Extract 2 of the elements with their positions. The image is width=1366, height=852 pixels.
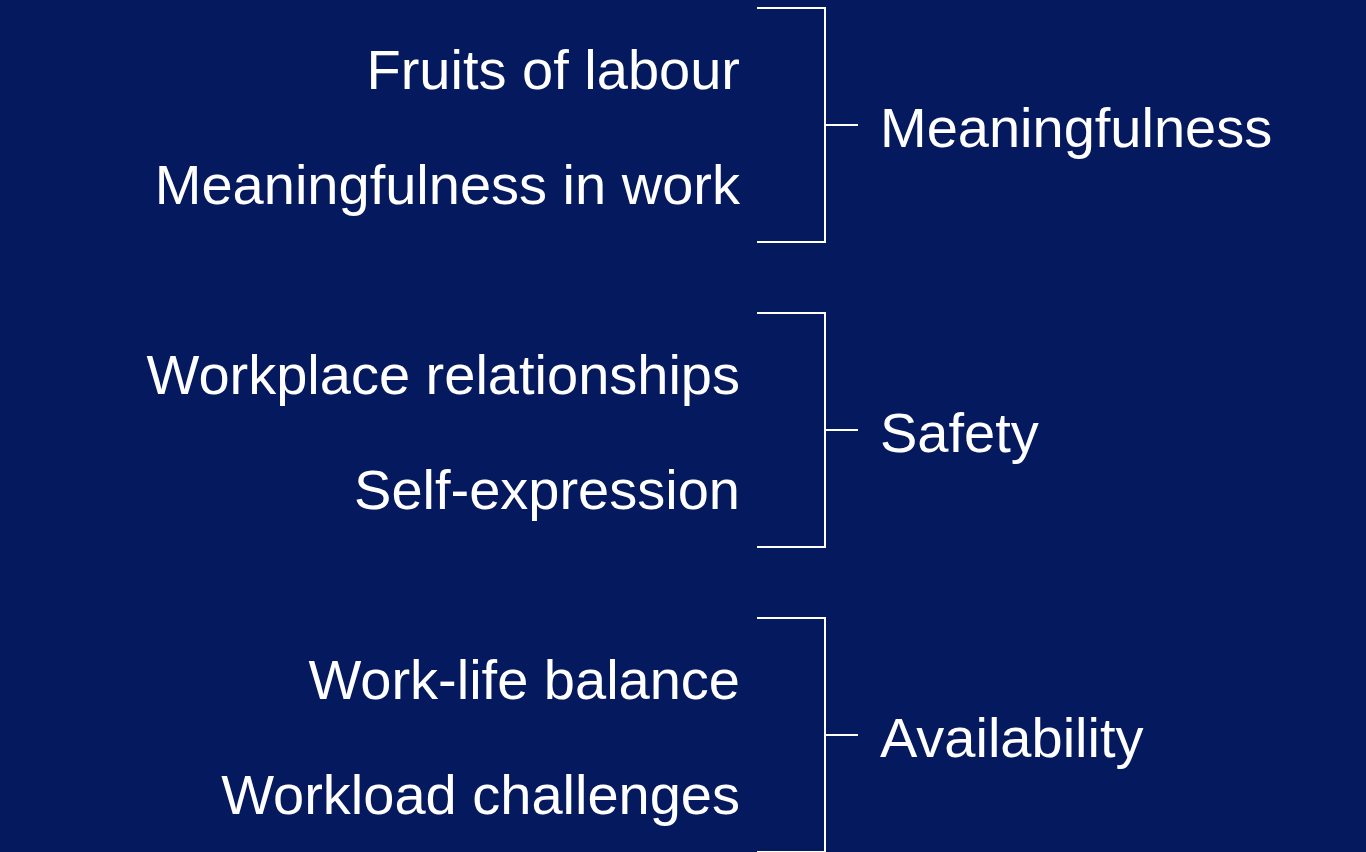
item-label: Work-life balance (308, 652, 740, 708)
item-label: Fruits of labour (366, 42, 740, 98)
